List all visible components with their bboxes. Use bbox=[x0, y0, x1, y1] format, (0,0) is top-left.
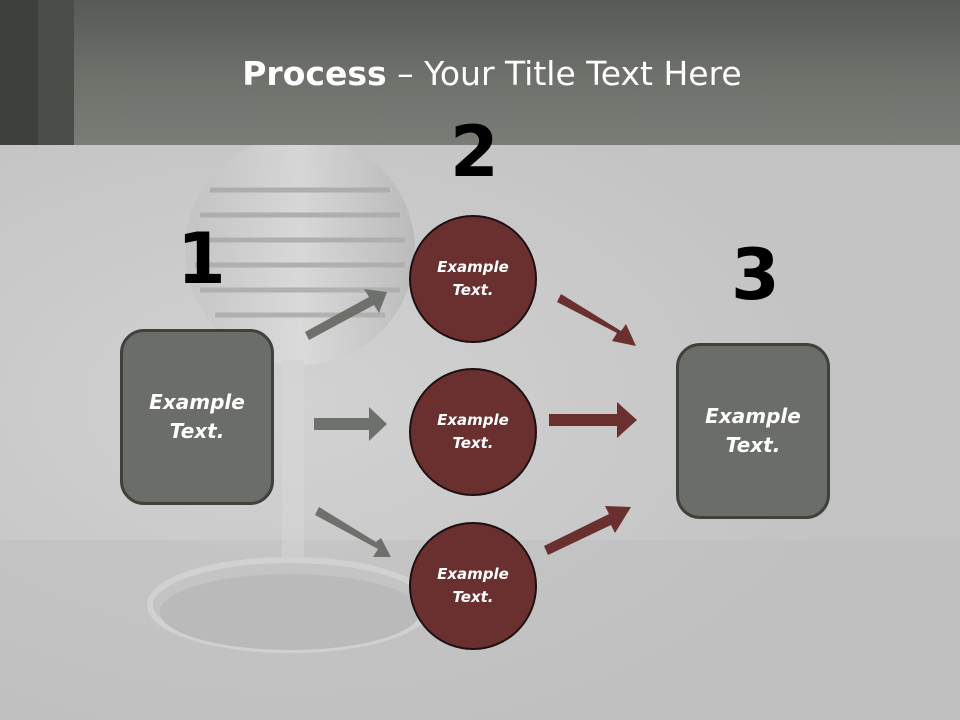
circle-text-line1: Example bbox=[437, 258, 509, 276]
arrow-gray-down bbox=[315, 507, 391, 557]
step-number-1: 1 bbox=[177, 218, 226, 300]
arrow-gray-right bbox=[314, 407, 387, 441]
circle-text-line1: Example bbox=[437, 565, 509, 583]
step-3-text-line2: Text. bbox=[725, 433, 781, 457]
arrow-gray-up bbox=[305, 289, 387, 340]
circle-text-line1: Example bbox=[437, 411, 509, 429]
circle-text-line2: Text. bbox=[452, 281, 494, 299]
step-1-text-line1: Example bbox=[149, 390, 245, 414]
arrow-red-up bbox=[544, 506, 631, 555]
slide-title: Process – Your Title Text Here bbox=[0, 54, 960, 93]
header-accent-stripe bbox=[0, 0, 38, 145]
step-3-box: Example Text. bbox=[676, 343, 830, 519]
circle-text-line2: Text. bbox=[452, 588, 494, 606]
header-bar bbox=[0, 0, 960, 145]
title-bold: Process bbox=[242, 54, 387, 93]
step-number-2: 2 bbox=[450, 111, 499, 193]
header-accent-stripe bbox=[38, 0, 74, 145]
step-2-circle-top: Example Text. bbox=[409, 215, 537, 343]
step-1-text-line2: Text. bbox=[169, 419, 225, 443]
circle-text-line2: Text. bbox=[452, 434, 494, 452]
title-rest: – Your Title Text Here bbox=[386, 54, 742, 93]
step-number-3: 3 bbox=[731, 234, 780, 316]
step-2-circle-middle: Example Text. bbox=[409, 368, 537, 496]
step-2-circle-bottom: Example Text. bbox=[409, 522, 537, 650]
arrow-red-right bbox=[549, 402, 637, 438]
step-3-text-line1: Example bbox=[705, 404, 801, 428]
arrow-red-down bbox=[557, 294, 636, 346]
step-1-box: Example Text. bbox=[120, 329, 274, 505]
